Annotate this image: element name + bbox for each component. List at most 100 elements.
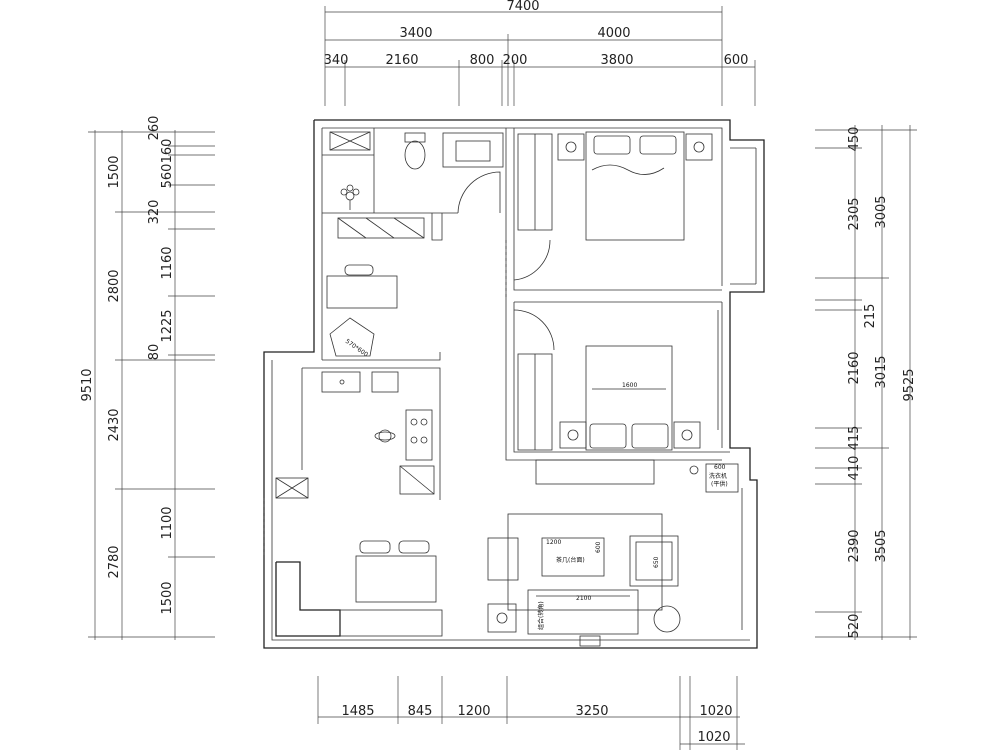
dim-left-detail-6: 1225 [160,309,175,342]
dining-area [275,540,443,637]
dim-bottom-1: 1485 [341,704,374,719]
bathroom-sink [442,132,504,168]
cabinet-label: 600 [714,464,726,471]
appliance-box [275,477,309,499]
dining-table [355,555,437,603]
dim-right-detail-8: 520 [847,614,862,639]
dim-top-mid-1: 3400 [399,26,432,41]
dim-left-detail-2: 160 [160,139,175,164]
dim-right-detail-7: 2390 [847,529,862,562]
second-bed [585,345,673,451]
dim-bottom-4: 3250 [575,704,608,719]
kitchen-sink [321,371,361,393]
dim-right-mid-3: 3505 [874,529,889,562]
living-room: 600 洗衣机 (平供) 1200 茶几(台面) 600 650 2100 组合… [487,463,739,647]
dim-left-detail-5: 1160 [160,246,175,279]
dim-right-mid-2: 3015 [874,355,889,388]
dim-left-mid-1: 1500 [107,155,122,188]
kitchen [275,371,435,499]
dim-right-detail-2: 2305 [847,197,862,230]
cabinet-text-2: (平供) [711,480,728,488]
dim-top-detail-6: 600 [724,53,749,68]
dim-left-detail-1: 260 [147,116,162,141]
round-side-table [653,605,681,633]
dim-left-detail-7: 80 [147,344,162,361]
dim-right-mid-1: 3005 [874,195,889,228]
dim-bottom-3: 1200 [457,704,490,719]
left-dimensions: 9510 1500 2800 2430 2780 260 160 560 320… [80,116,215,640]
coffee-table [541,537,605,577]
dim-left-detail-3: 560 [160,164,175,189]
stove [405,409,433,461]
dim-left-total: 9510 [80,368,95,401]
cabinet-row [337,217,425,239]
pillow [631,423,669,449]
dim-right-detail-6: 410 [847,456,862,481]
pillow [639,135,677,155]
dim-top-detail-3: 800 [470,53,495,68]
cabinet-text-1: 洗衣机 [709,472,727,480]
sofa-label: 组合(转角) [537,601,545,630]
walls [263,119,765,649]
dim-bottom-5: 1020 [699,704,732,719]
master-bedroom [513,131,713,281]
nightstand [559,421,587,449]
dim-right-total: 9525 [902,368,917,401]
dim-top-mid-2: 4000 [597,26,630,41]
master-bed [585,131,685,241]
sofa [527,589,639,635]
nightstand [685,133,713,161]
corner-table [329,317,375,357]
dim-bottom-2: 845 [408,704,433,719]
kitchen-counter [371,371,399,393]
nightstand [557,133,585,161]
bottom-dimensions: 1485 845 1200 3250 1020 1020 [317,676,745,750]
l-cabinet [275,561,341,637]
pillow [593,135,631,155]
pillow [589,423,627,449]
top-dimensions: 7400 3400 4000 340 2160 800 200 3800 600 [324,0,756,106]
chair-label: 650 [653,556,660,568]
corner-table-label: 570*600 [344,338,369,359]
desk-chair [344,264,374,276]
cabinet [705,463,739,493]
dim-bottom-total: 1020 [697,730,730,745]
dim-right-detail-1: 450 [847,127,862,152]
dim-right-detail-3: 215 [863,304,878,329]
dim-top-total: 7400 [506,0,539,14]
dining-chair [398,540,430,554]
table-label: 茶几(台面) [556,556,585,564]
dim-right-detail-5: 415 [847,426,862,451]
dim-left-detail-9: 1500 [160,581,175,614]
study-area: 570*600 [326,217,425,359]
armchair [487,537,519,581]
toilet-bowl [404,140,426,170]
tv-cabinet-top [535,459,655,485]
dim-left-mid-2: 2800 [107,269,122,302]
side-table [487,603,517,633]
washer-box [329,131,371,151]
bathroom [329,131,504,214]
bed-width-label: 1600 [622,382,637,389]
plant-icon [340,184,360,210]
table-side-label: 600 [595,541,602,553]
sofa-width-label: 2100 [576,595,591,602]
dim-left-mid-4: 2780 [107,545,122,578]
second-bedroom: 1600 [513,309,701,485]
dim-left-detail-8: 1100 [160,506,175,539]
right-dimensions: 450 2305 215 2160 415 410 2390 520 3005 … [815,125,917,640]
nightstand [673,421,701,449]
dining-chair [359,540,391,554]
floor-lamp-base [579,635,601,647]
tv-width-label: 1200 [546,539,561,546]
study-desk [326,275,398,309]
person-icon [374,429,396,443]
dim-left-mid-3: 2430 [107,408,122,441]
dim-top-detail-1: 340 [324,53,349,68]
toilet-tank [404,132,426,143]
dim-top-detail-2: 2160 [385,53,418,68]
dim-left-detail-4: 320 [147,200,162,225]
dim-top-detail-5: 3800 [600,53,633,68]
dim-right-detail-4: 2160 [847,351,862,384]
